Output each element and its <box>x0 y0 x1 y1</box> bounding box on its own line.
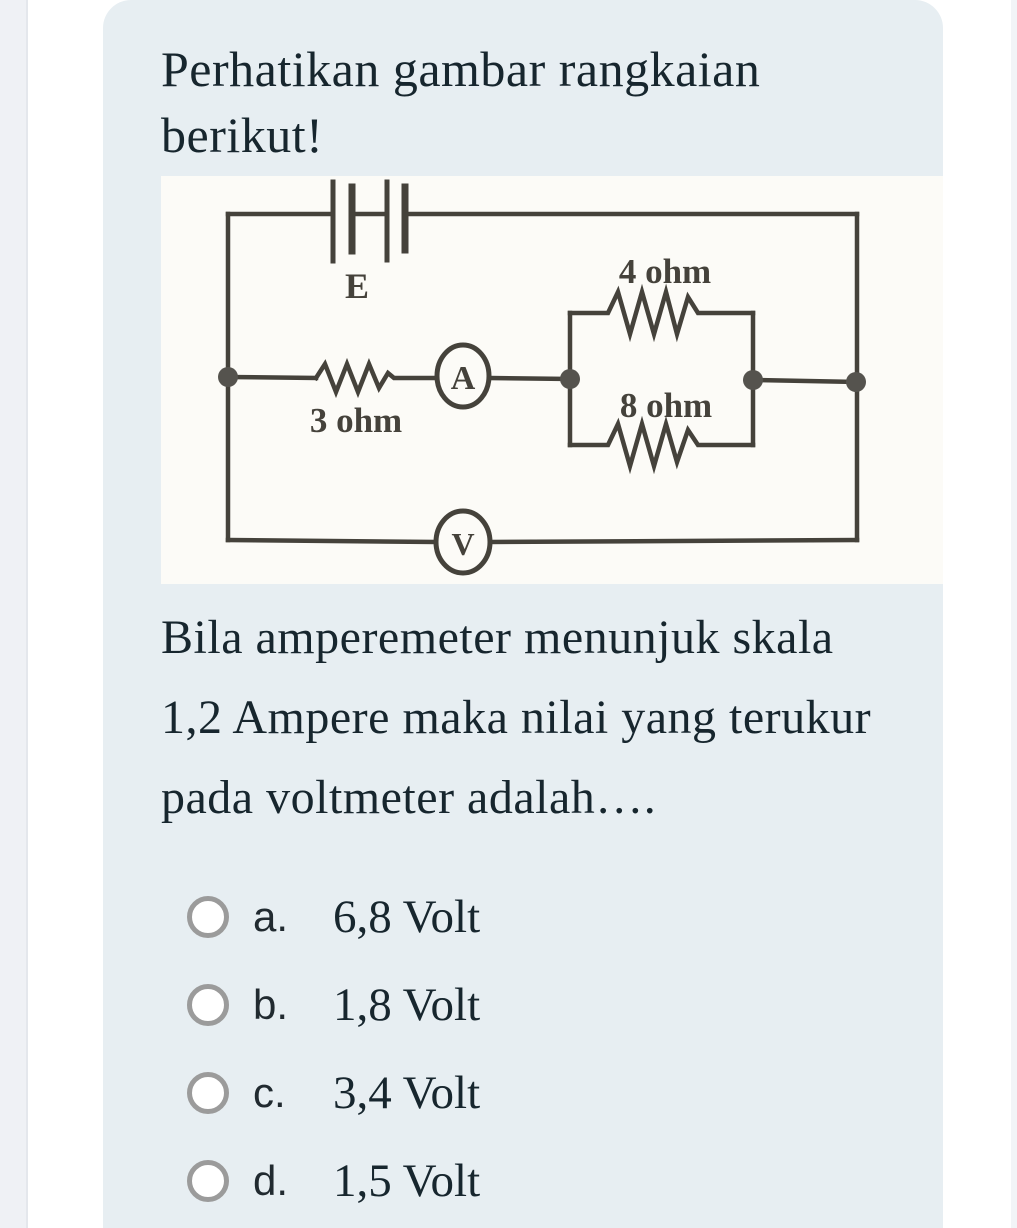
resistor-8ohm-zigzag <box>567 415 756 475</box>
wire-ammeter-right <box>487 375 573 382</box>
scrollbar-track[interactable] <box>1011 0 1017 1228</box>
parallel-bottom-resistor-label: 8 ohm <box>620 386 712 425</box>
voltmeter-icon <box>433 508 493 576</box>
option-value-c: 3,4 Volt <box>333 1067 481 1119</box>
parallel-top-resistor-label: 4 ohm <box>619 252 711 291</box>
radio-option-b[interactable] <box>187 984 229 1026</box>
circuit-diagram-image: E 3 ohm 4 ohm 8 ohm A V <box>161 176 943 584</box>
question-body-line1: Bila amperemeter menunjuk skala <box>161 611 834 664</box>
wire-bottom <box>225 537 860 545</box>
battery-label: E <box>345 266 369 306</box>
circuit-diagram-svg: E 3 ohm 4 ohm 8 ohm A V <box>218 179 866 576</box>
option-letter-b: b. <box>253 981 289 1028</box>
resistor-4ohm-zigzag <box>567 283 756 343</box>
option-letter-a: a. <box>253 893 289 940</box>
voltmeter-label: V <box>451 526 474 562</box>
question-body-line2: 1,2 Ampere maka nilai yang terukur <box>161 691 872 744</box>
option-row-a[interactable]: a. 6,8 Volt <box>187 891 943 943</box>
left-edge-rail <box>0 0 28 1228</box>
wire-middle-left <box>225 374 319 381</box>
radio-option-d[interactable] <box>187 1160 229 1202</box>
option-value-b: 1,8 Volt <box>333 979 481 1031</box>
radio-option-c[interactable] <box>187 1072 229 1114</box>
question-title-line1: Perhatikan gambar rangkaian <box>161 41 761 97</box>
wire-middle-right <box>750 377 859 385</box>
option-letter-d: d. <box>253 1157 289 1204</box>
option-value-a: 6,8 Volt <box>333 891 481 943</box>
option-row-d[interactable]: d. 1,5 Volt <box>187 1155 943 1207</box>
option-letter-c: c. <box>253 1069 286 1116</box>
series-resistor-label: 3 ohm <box>310 401 402 440</box>
option-row-b[interactable]: b. 1,8 Volt <box>187 979 943 1031</box>
question-title-line2: berikut! <box>161 107 324 163</box>
options-list: a. 6,8 Volt b. 1,8 Volt c. 3,4 Volt d. 1… <box>187 891 943 1207</box>
battery-icon <box>330 179 409 264</box>
ammeter-icon <box>434 342 492 410</box>
question-card: Perhatikan gambar rangkaian berikut! <box>103 0 943 1228</box>
radio-option-a[interactable] <box>187 896 229 938</box>
ammeter-label: A <box>451 360 476 397</box>
question-body: Bila amperemeter menunjuk skala 1,2 Ampe… <box>161 598 921 838</box>
resistor-3ohm-zigzag <box>312 357 439 399</box>
junction-dots <box>218 367 866 392</box>
question-body-line3: pada voltmeter adalah…. <box>161 771 657 824</box>
option-value-d: 1,5 Volt <box>333 1155 481 1207</box>
question-title: Perhatikan gambar rangkaian berikut! <box>161 36 943 168</box>
option-row-c[interactable]: c. 3,4 Volt <box>187 1067 943 1119</box>
